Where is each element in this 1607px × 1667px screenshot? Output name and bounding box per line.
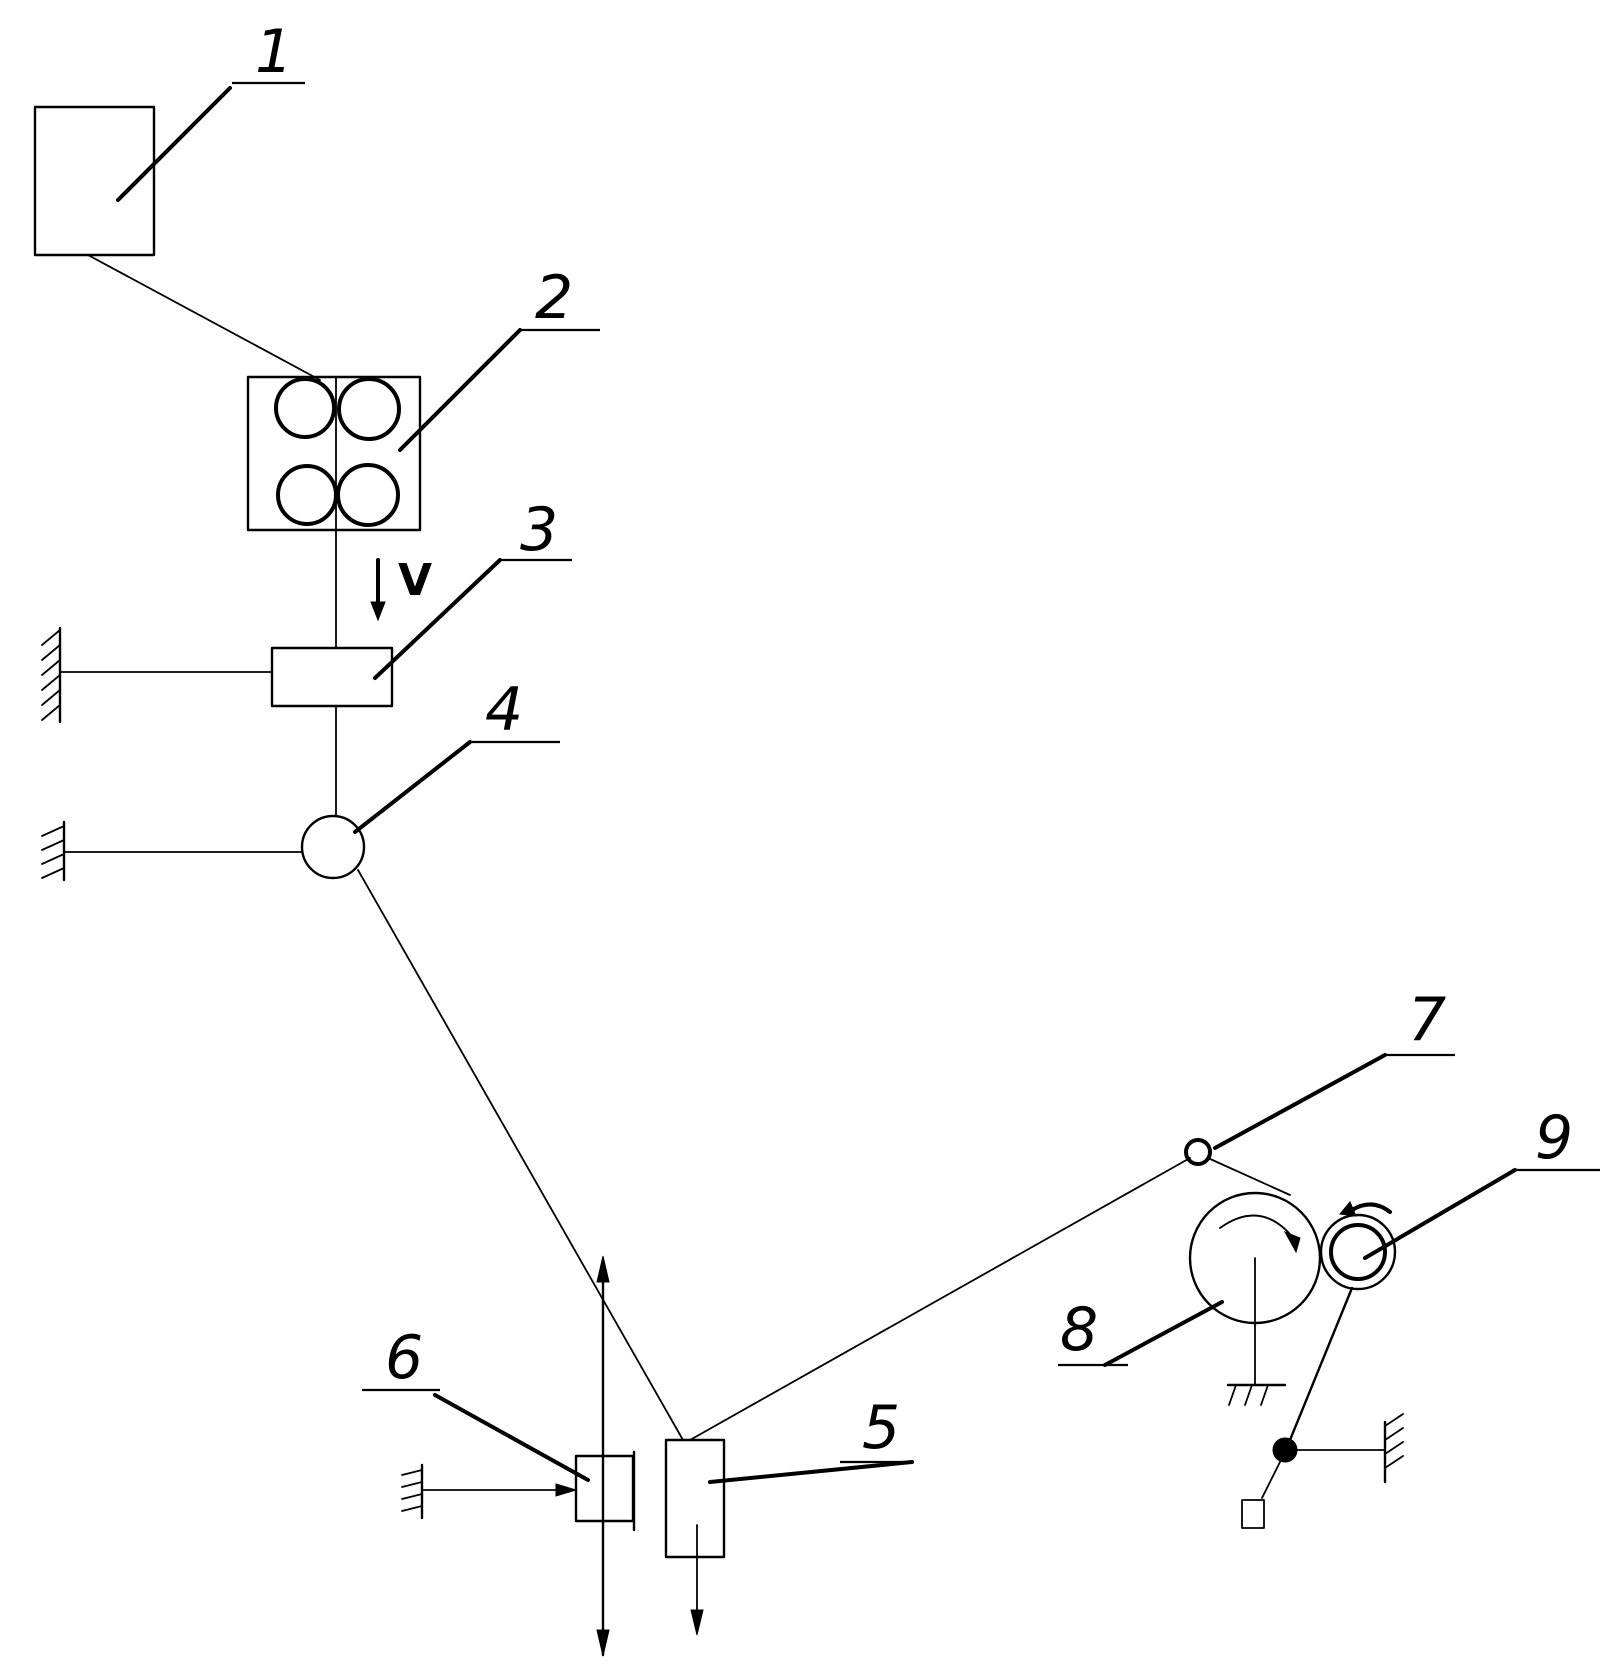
filament-5-7 bbox=[690, 1158, 1190, 1440]
ground-hatch-8 bbox=[1229, 1385, 1268, 1405]
label-8: 8 bbox=[1058, 1295, 1222, 1365]
speed-label: V bbox=[398, 555, 432, 606]
label-4: 4 bbox=[355, 675, 560, 832]
roller-top-right bbox=[339, 379, 399, 439]
ground-hatch-6 bbox=[402, 1470, 422, 1511]
component-5-traverse-block bbox=[666, 1440, 724, 1635]
pivot-weight-assembly bbox=[1242, 1414, 1403, 1528]
counterweight bbox=[1242, 1500, 1264, 1528]
label-1: 1 bbox=[118, 17, 305, 200]
ground-hatch-3 bbox=[42, 630, 60, 720]
roller-bottom-right bbox=[338, 465, 398, 525]
speed-arrow: V bbox=[371, 555, 432, 620]
label-1-text: 1 bbox=[255, 17, 293, 87]
roller-bottom-left bbox=[278, 466, 336, 524]
label-2: 2 bbox=[400, 263, 600, 450]
label-2-text: 2 bbox=[535, 263, 573, 333]
component-3-guide bbox=[42, 628, 392, 722]
component-2-roller-block bbox=[248, 377, 420, 530]
label-5-text: 5 bbox=[862, 1393, 900, 1463]
label-6-text: 6 bbox=[385, 1323, 423, 1393]
roller-top-left bbox=[276, 379, 334, 437]
component-8-drive-drum bbox=[1190, 1193, 1320, 1405]
ground-hatch-4 bbox=[42, 826, 64, 878]
label-9: 9 bbox=[1365, 1103, 1600, 1258]
label-3-text: 3 bbox=[520, 495, 558, 565]
label-9-text: 9 bbox=[1535, 1103, 1573, 1173]
component-7-eyelet bbox=[1186, 1140, 1290, 1195]
component-9-bobbin bbox=[1290, 1202, 1395, 1440]
label-7: 7 bbox=[1215, 985, 1455, 1148]
ground-hatch-9 bbox=[1385, 1414, 1403, 1468]
component-6-rod-clamp bbox=[402, 1256, 634, 1656]
label-8-text: 8 bbox=[1060, 1295, 1098, 1365]
label-4-text: 4 bbox=[485, 675, 523, 745]
label-5: 5 bbox=[710, 1393, 912, 1482]
filament-1-2 bbox=[88, 255, 320, 380]
label-7-text: 7 bbox=[1408, 985, 1446, 1055]
pivot-nut bbox=[1273, 1438, 1297, 1462]
component-4-guide-roller bbox=[42, 816, 364, 880]
label-6: 6 bbox=[362, 1323, 588, 1480]
